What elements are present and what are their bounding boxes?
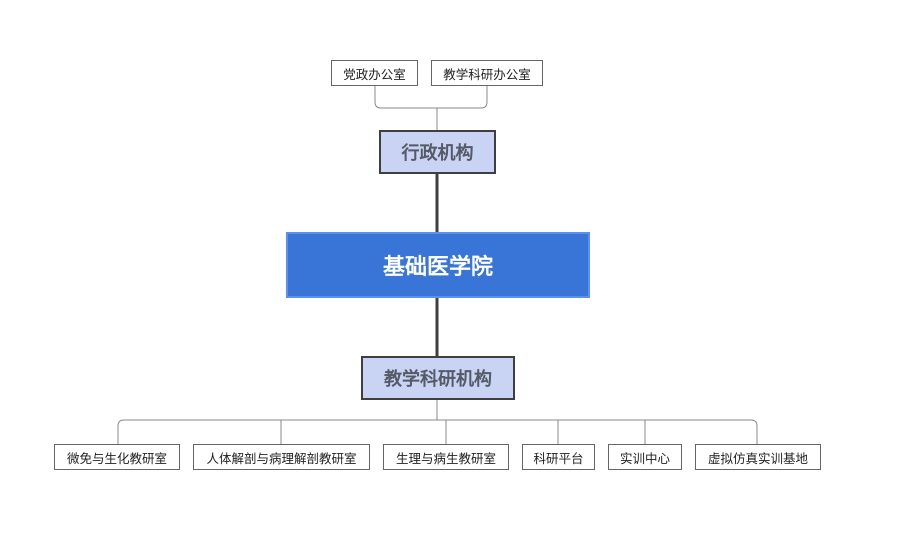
- leaf-label: 教学科研办公室: [443, 66, 531, 82]
- root-node[interactable]: 基础医学院: [286, 232, 590, 298]
- leaf-node-physiology[interactable]: 生理与病生教研室: [383, 444, 509, 470]
- branch-node-admin[interactable]: 行政机构: [379, 130, 496, 174]
- leaf-node-virtual-sim-base[interactable]: 虚拟仿真实训基地: [695, 444, 821, 470]
- connector-admin-leaves: [374, 86, 488, 130]
- branch-label-teaching: 教学科研机构: [384, 369, 492, 390]
- leaf-node-teaching-research-office[interactable]: 教学科研办公室: [431, 60, 543, 86]
- leaf-node-party-office[interactable]: 党政办公室: [331, 60, 418, 86]
- leaf-label: 生理与病生教研室: [395, 450, 496, 466]
- branch-label-admin: 行政机构: [401, 143, 474, 164]
- leaf-label: 人体解剖与病理解剖教研室: [206, 450, 357, 466]
- leaf-node-research-platform[interactable]: 科研平台: [522, 444, 595, 470]
- root-label: 基础医学院: [382, 255, 493, 280]
- leaf-label: 虚拟仿真实训基地: [707, 450, 808, 466]
- leaf-node-training-center[interactable]: 实训中心: [608, 444, 682, 470]
- leaf-label: 实训中心: [619, 450, 670, 466]
- leaf-label: 党政办公室: [343, 66, 406, 82]
- connector-teaching-leaves: [117, 400, 758, 444]
- branch-node-teaching[interactable]: 教学科研机构: [361, 356, 515, 400]
- leaf-node-anatomy-pathology[interactable]: 人体解剖与病理解剖教研室: [193, 444, 370, 470]
- leaf-label: 微免与生化教研室: [66, 450, 167, 466]
- leaf-label: 科研平台: [533, 450, 584, 466]
- leaf-node-microbio-biochem[interactable]: 微免与生化教研室: [54, 444, 180, 470]
